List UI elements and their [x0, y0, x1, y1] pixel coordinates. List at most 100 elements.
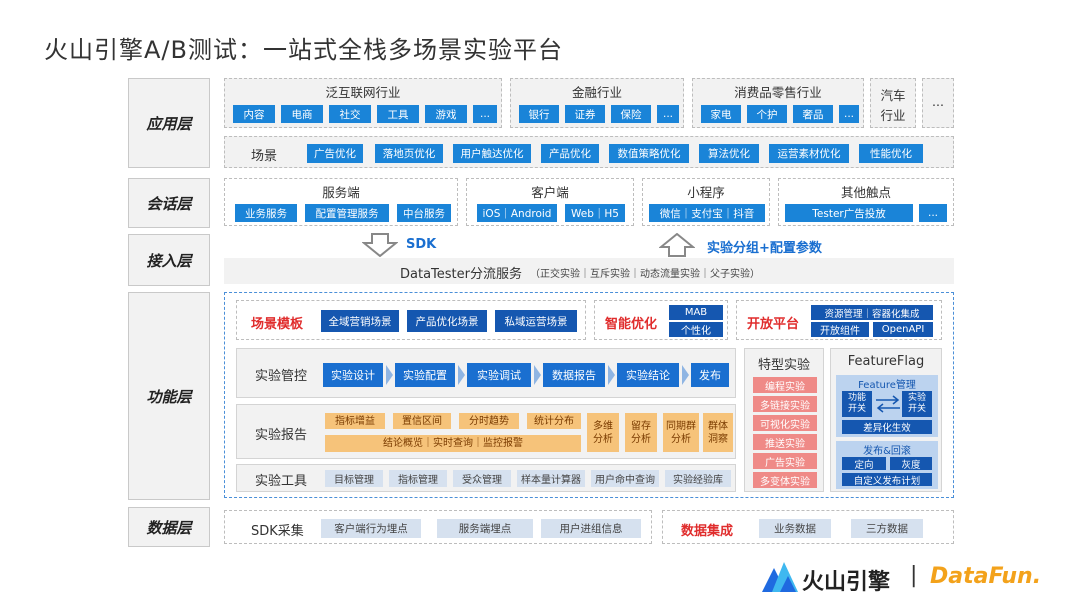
session-other-title: 其他触点 — [840, 185, 891, 200]
template-chip: 全域营销场景 — [321, 310, 399, 332]
tools-chip: 目标管理 — [325, 470, 383, 487]
datatester-service: DataTester分流服务 （正交实验｜互斥实验｜动态流量实验｜父子实验） — [224, 258, 954, 284]
report-tall-chip: 留存 分析 — [625, 413, 657, 452]
layer-label-app: 应用层 — [128, 78, 210, 168]
report-tall-chip: 同期群 分析 — [663, 413, 699, 452]
service-name: DataTester分流服务 — [400, 267, 522, 282]
report-chip-wide: 结论概览｜实时查询｜监控报警 — [325, 435, 581, 452]
industry-chip: 内容 — [233, 105, 275, 123]
open-chip: OpenAPI — [873, 322, 933, 337]
control-step: 实验配置 — [395, 363, 455, 387]
industry-more: ... — [922, 78, 954, 128]
swap-arrows-icon — [876, 395, 900, 413]
open-label: 开放平台 — [747, 317, 800, 332]
layer-label-access: 接入层 — [128, 234, 210, 286]
industry-consumer: 消费品零售行业 家电 个护 奢品 ... — [692, 78, 864, 128]
scene-chip: 运营素材优化 — [769, 144, 849, 163]
feature-diff-chip: 差异化生效 — [842, 420, 932, 434]
session-chip: ... — [919, 204, 947, 222]
industry-chip: 家电 — [701, 105, 741, 123]
down-arrow-icon — [362, 233, 398, 257]
scene-row: 场景 广告优化 落地页优化 用户触达优化 产品优化 数值策略优化 算法优化 运营… — [224, 136, 954, 168]
sdk-collection-label: SDK采集 — [251, 524, 304, 539]
tools-chip: 实验经验库 — [665, 470, 731, 487]
industry-chip: 保险 — [611, 105, 651, 123]
control-step: 发布 — [691, 363, 729, 387]
sdk-label: SDK — [406, 237, 437, 252]
session-client: 客户端 iOS｜Android Web｜H5 — [466, 178, 634, 226]
session-chip: 配置管理服务 — [305, 204, 389, 222]
volcengine-logo-icon — [762, 562, 798, 592]
tools-label: 实验工具 — [255, 474, 308, 489]
session-mini-title: 小程序 — [687, 185, 725, 200]
feature-left-chip: 功能 开关 — [842, 391, 872, 417]
session-chip: 中台服务 — [397, 204, 451, 222]
tools-chip: 样本量计算器 — [517, 470, 585, 487]
data-integration: 数据集成 业务数据 三方数据 — [662, 510, 954, 544]
industry-chip: 奢品 — [793, 105, 833, 123]
experiment-tools: 实验工具 目标管理 指标管理 受众管理 样本量计算器 用户命中查询 实验经验库 — [236, 464, 736, 492]
industry-more-label: ... — [932, 94, 944, 109]
session-chip: iOS｜Android — [477, 204, 557, 222]
session-chip: 业务服务 — [235, 204, 297, 222]
industry-chip: 银行 — [519, 105, 559, 123]
featureflag-title: FeatureFlag — [847, 354, 925, 369]
session-mini: 小程序 微信｜支付宝｜抖音 — [642, 178, 770, 226]
open-chip: 开放组件 — [811, 322, 869, 337]
special-chip: 多链接实验 — [753, 396, 817, 412]
report-chip: 统计分布 — [527, 413, 581, 429]
report-chip: 置信区间 — [393, 413, 451, 429]
smart-optimize: 智能优化 MAB 个性化 — [594, 300, 728, 340]
industry-chip: 社交 — [329, 105, 371, 123]
scene-template: 场景模板 全域营销场景 产品优化场景 私域运营场景 — [236, 300, 586, 340]
release-gray-chip: 灰度 — [890, 457, 932, 471]
industry-chip: 个护 — [747, 105, 787, 123]
smart-chip: 个性化 — [669, 322, 723, 337]
sdk-chip: 客户端行为埋点 — [321, 519, 421, 538]
open-chip: 资源管理｜容器化集成 — [811, 305, 933, 320]
feature-mgmt-box: Feature管理 功能 开关 实验 开关 差异化生效 — [836, 375, 938, 437]
report-tall-chip: 多维 分析 — [587, 413, 619, 452]
experiment-report: 实验报告 指标增益 置信区间 分时趋势 统计分布 结论概览｜实时查询｜监控报警 … — [236, 404, 736, 459]
scene-chip: 性能优化 — [859, 144, 923, 163]
industry-internet: 泛互联网行业 内容 电商 社交 工具 游戏 ... — [224, 78, 502, 128]
integration-chip: 三方数据 — [851, 519, 923, 538]
chevron-right-icon — [682, 365, 689, 385]
volcengine-logo-text: 火山引擎 — [802, 570, 891, 595]
special-chip: 广告实验 — [753, 453, 817, 469]
chevron-right-icon — [458, 365, 465, 385]
logo-separator: | — [910, 563, 918, 588]
template-chip: 产品优化场景 — [407, 310, 487, 332]
special-title: 特型实验 — [757, 358, 810, 373]
chevron-right-icon — [386, 365, 393, 385]
smart-label: 智能优化 — [605, 317, 658, 332]
layer-label-session: 会话层 — [128, 178, 210, 228]
feature-mgmt-label: Feature管理 — [858, 380, 916, 391]
sdk-collection: SDK采集 客户端行为埋点 服务端埋点 用户进组信息 — [224, 510, 652, 544]
special-chip: 可视化实验 — [753, 415, 817, 431]
control-label: 实验管控 — [255, 369, 308, 384]
sdk-chip: 用户进组信息 — [541, 519, 641, 538]
release-targeted-chip: 定向 — [842, 457, 886, 471]
release-label: 发布&回滚 — [863, 446, 911, 457]
layer-label-function: 功能层 — [128, 292, 210, 500]
control-step: 实验结论 — [617, 363, 679, 387]
feature-right-chip: 实验 开关 — [902, 391, 932, 417]
session-chip: 微信｜支付宝｜抖音 — [649, 204, 765, 222]
control-step: 实验调试 — [467, 363, 531, 387]
industry-finance: 金融行业 银行 证券 保险 ... — [510, 78, 684, 128]
data-integration-label: 数据集成 — [681, 524, 734, 539]
special-chip: 多变体实验 — [753, 472, 817, 488]
release-box: 发布&回滚 定向 灰度 自定义发布计划 — [836, 441, 938, 489]
tools-chip: 受众管理 — [453, 470, 511, 487]
industry-auto-line2: 行业 — [880, 108, 906, 123]
report-tall-chip: 群体 洞察 — [703, 413, 733, 452]
industry-chip: ... — [473, 105, 497, 123]
chevron-right-icon — [608, 365, 615, 385]
tools-chip: 用户命中查询 — [591, 470, 659, 487]
industry-chip: 工具 — [377, 105, 419, 123]
up-arrow-icon — [659, 233, 695, 257]
page-title: 火山引擎A/B测试：一站式全栈多场景实验平台 — [44, 36, 563, 64]
control-step: 实验设计 — [323, 363, 383, 387]
scene-label: 场景 — [251, 149, 278, 164]
